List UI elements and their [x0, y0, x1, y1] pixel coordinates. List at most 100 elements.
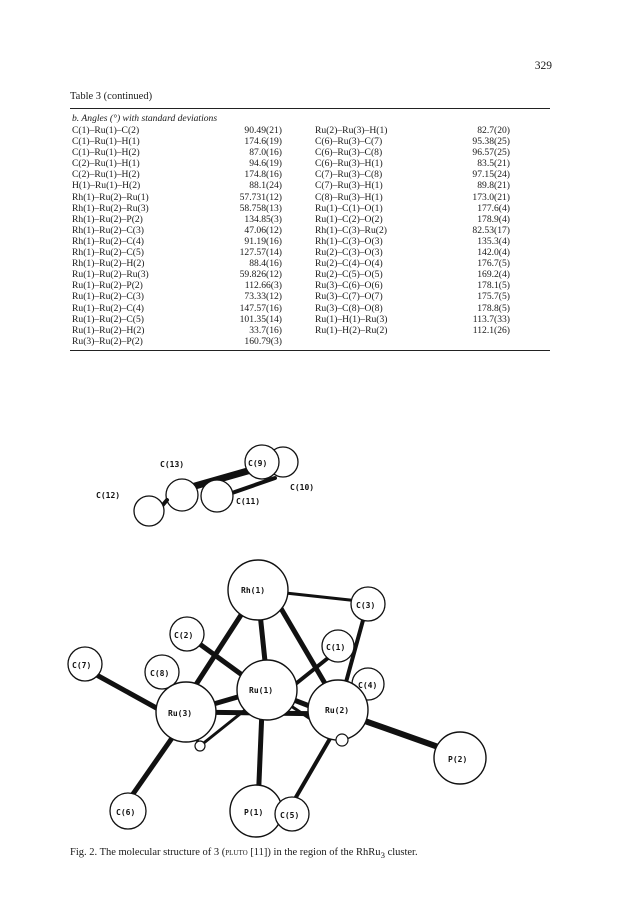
label-c1: C(1) [326, 643, 345, 652]
label-c12: C(12) [96, 491, 120, 500]
angle-row: C(1)–Ru(1)–H(1)174.6(19) [72, 136, 282, 147]
angle-label: Rh(1)–Ru(2)–P(2) [72, 213, 143, 225]
angle-value: 88.4(16) [249, 258, 282, 270]
label-c2: C(2) [174, 631, 193, 640]
label-p1: P(1) [244, 808, 263, 817]
angles-column-left: C(1)–Ru(1)–C(2)90.49(21)C(1)–Ru(1)–H(1)1… [72, 125, 282, 347]
angle-label: Ru(2)–C(5)–O(5) [315, 269, 383, 281]
angle-value: 127.57(14) [239, 247, 282, 259]
label-c13: C(13) [160, 460, 184, 469]
angle-label: Ru(1)–Ru(2)–Ru(3) [72, 269, 149, 281]
angle-label: Rh(1)–C(3)–Ru(2) [315, 224, 387, 236]
angle-value: 174.8(16) [244, 169, 282, 181]
angle-row: Ru(1)–Ru(2)–P(2)112.66(3) [72, 280, 282, 291]
angles-column-right: Ru(2)–Ru(3)–H(1)82.7(20)C(6)–Ru(3)–C(7)9… [315, 125, 510, 336]
angle-value: 174.6(19) [244, 136, 282, 148]
label-c4: C(4) [358, 681, 377, 690]
atom-p2-sphere [433, 731, 487, 785]
angle-row: Rh(1)–Ru(2)–C(5)127.57(14) [72, 247, 282, 258]
atom-c2-sphere [169, 616, 205, 652]
atom-h2-sphere [335, 733, 349, 747]
label-c8: C(8) [150, 669, 169, 678]
caption-tail: cluster. [384, 847, 418, 858]
angle-value: 160.79(3) [244, 335, 282, 347]
angle-row: Rh(1)–Ru(2)–H(2) 88.4(16) [72, 258, 282, 269]
angle-row: Ru(1)–Ru(2)–C(5)101.35(14) [72, 314, 282, 325]
angle-row: Rh(1)–C(3)–Ru(2)82.53(17) [315, 225, 510, 236]
angle-row: Ru(3)–C(8)–O(8)178.8(5) [315, 303, 510, 314]
angle-row: Ru(1)–H(1)–Ru(3) 113.7(33) [315, 314, 510, 325]
angle-label: Ru(1)–Ru(2)–H(2) [72, 324, 145, 336]
angle-value: 142.0(4) [477, 247, 510, 259]
table-subheading: b. Angles (°) with standard deviations [72, 113, 218, 124]
label-ru2: Ru(2) [325, 706, 349, 715]
angle-row: C(7)–Ru(3)–H(1)89.8(21) [315, 180, 510, 191]
atom-ru1-sphere [236, 659, 298, 721]
angle-label: C(6)–Ru(3)–C(7) [315, 136, 383, 148]
angle-value: 169.2(4) [477, 269, 510, 281]
angle-label: C(2)–Ru(1)–H(2) [72, 169, 140, 181]
angle-label: Ru(3)–Ru(2)–P(2) [72, 335, 143, 347]
angle-value: 113.7(33) [472, 313, 510, 325]
angle-value: 58.758(13) [239, 202, 282, 214]
angle-label: Ru(1)–C(1)–O(1) [315, 202, 383, 214]
angle-row: Ru(3)–Ru(2)–P(2) 160.79(3) [72, 336, 282, 347]
angle-row: Ru(1)–Ru(2)–C(3)73.33(12) [72, 291, 282, 302]
angle-value: 82.7(20) [477, 125, 510, 136]
angle-row: Rh(1)–Ru(2)–Ru(3) 58.758(13) [72, 203, 282, 214]
label-c6: C(6) [116, 808, 135, 817]
angle-value: 88.1(24) [249, 180, 282, 192]
angle-row: C(1)–Ru(1)–H(2)87.0(16) [72, 147, 282, 158]
angle-label: Ru(1)–Ru(2)–C(5) [72, 313, 144, 325]
angle-label: C(7)–Ru(3)–H(1) [315, 180, 383, 192]
angle-value: 134.85(3) [244, 213, 282, 225]
angle-row: C(6)–Ru(3)–C(7)95.38(25) [315, 136, 510, 147]
atom-c11-sphere [200, 479, 234, 513]
angle-label: Rh(1)–Ru(2)–H(2) [72, 258, 145, 270]
angle-value: 178.8(5) [477, 302, 510, 314]
caption-subscript: 3 [380, 850, 385, 861]
angle-value: 176.7(5) [477, 258, 510, 270]
angle-row: Ru(1)–H(2)–Ru(2)112.1(26) [315, 325, 510, 336]
atom-ru3-sphere [155, 681, 217, 743]
angle-value: 96.57(25) [472, 147, 510, 159]
pluto-drawing: C(13) C(9) C(10) C(12) C(11) Rh(1) C(3) … [67, 444, 487, 838]
angle-row: H(1)–Ru(1)–H(2) 88.1(24) [72, 180, 282, 191]
caption-suffix: [11]) in the region of the RhRu [247, 847, 381, 858]
angle-row: Ru(2)–Ru(3)–H(1)82.7(20) [315, 125, 510, 136]
angle-row: C(2)–Ru(1)–H(2) 174.8(16) [72, 169, 282, 180]
angle-row: Ru(1)–Ru(2)–Ru(3)59.826(12) [72, 269, 282, 280]
label-c10: C(10) [290, 483, 314, 492]
label-ru1: Ru(1) [249, 686, 273, 695]
angle-label: C(7)–Ru(3)–C(8) [315, 169, 383, 181]
label-rh1: Rh(1) [241, 586, 265, 595]
angle-label: Rh(1)–Ru(2)–C(4) [72, 235, 144, 247]
angle-label: Ru(1)–Ru(2)–C(3) [72, 291, 144, 303]
angle-value: 112.66(3) [244, 280, 282, 292]
angle-row: Rh(1)–Ru(2)–P(2) 134.85(3) [72, 214, 282, 225]
angle-row: Ru(2)–C(5)–O(5) 169.2(4) [315, 269, 510, 280]
angle-row: Ru(3)–C(7)–O(7)175.7(5) [315, 291, 510, 302]
angle-label: C(1)–Ru(1)–C(2) [72, 125, 140, 136]
caption-program: pluto [225, 847, 248, 858]
atom-c8-sphere [144, 654, 180, 690]
angle-row: C(1)–Ru(1)–C(2)90.49(21) [72, 125, 282, 136]
atom-c5-sphere [274, 796, 310, 832]
angle-value: 87.0(16) [249, 147, 282, 159]
angle-row: Ru(1)–C(2)–O(2)178.9(4) [315, 214, 510, 225]
angle-label: Ru(1)–H(2)–Ru(2) [315, 324, 388, 336]
label-c9: C(9) [248, 459, 267, 468]
angle-label: Ru(1)–H(1)–Ru(3) [315, 313, 388, 325]
angle-value: 178.9(4) [477, 213, 510, 225]
angle-value: 147.57(16) [239, 302, 282, 314]
angle-label: H(1)–Ru(1)–H(2) [72, 180, 141, 192]
bond-ru2-c5 [290, 728, 337, 806]
angle-label: C(2)–Ru(1)–H(1) [72, 158, 140, 170]
label-c7: C(7) [72, 661, 91, 670]
caption-prefix: Fig. 2. The molecular structure of 3 ( [70, 847, 226, 858]
angle-label: Rh(1)–C(3)–O(3) [315, 235, 383, 247]
angle-label: Rh(1)–Ru(2)–Ru(3) [72, 202, 149, 214]
angle-value: 175.7(5) [477, 291, 510, 303]
angle-label: Rh(1)–Ru(2)–Ru(1) [72, 191, 149, 203]
